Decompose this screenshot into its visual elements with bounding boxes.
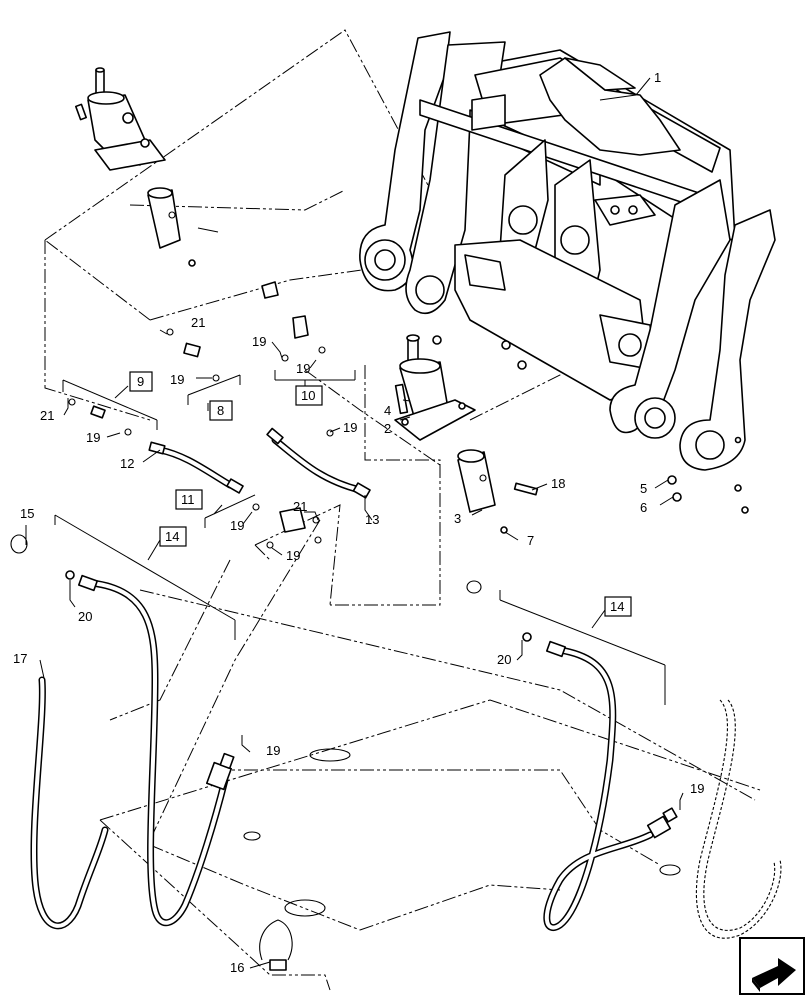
callout-3: 3 — [454, 511, 461, 526]
callout-7: 7 — [527, 533, 534, 548]
callout-20: 20 — [78, 609, 92, 624]
arrow-icon[interactable] — [739, 937, 805, 995]
callout-2: 2 — [384, 421, 391, 436]
kit-box-11: 11 — [181, 492, 195, 507]
callout-1: 1 — [654, 70, 661, 85]
callout-12: 12 — [120, 456, 134, 471]
callout-13: 13 — [365, 512, 379, 527]
phantom-lines — [44, 29, 761, 991]
callout-19: 19 — [286, 548, 300, 563]
callout-labels: 1 2 3 4 5 6 7 12 13 15 16 17 18 19 19 19… — [13, 70, 704, 975]
callout-19: 19 — [266, 743, 280, 758]
callout-20: 20 — [497, 652, 511, 667]
callout-19: 19 — [170, 372, 184, 387]
callout-19: 19 — [296, 361, 310, 376]
callout-5: 5 — [640, 481, 647, 496]
leader-lines — [25, 77, 684, 969]
callout-21: 21 — [40, 408, 54, 423]
kit-box-14: 14 — [165, 529, 179, 544]
long-hoses — [10, 534, 782, 971]
callout-19: 19 — [230, 518, 244, 533]
callout-19: 19 — [252, 334, 266, 349]
upper-cylinder-assembly — [74, 67, 219, 267]
kit-box-8: 8 — [217, 403, 224, 418]
kit-box-14: 14 — [610, 599, 624, 614]
callout-19: 19 — [86, 430, 100, 445]
fittings — [65, 281, 532, 642]
callout-17: 17 — [13, 651, 27, 666]
callout-19: 19 — [690, 781, 704, 796]
kit-brackets — [54, 370, 666, 705]
center-cylinder-assembly — [394, 334, 539, 534]
kit-labels: 9 8 10 11 14 14 — [129, 371, 632, 617]
callout-21: 21 — [293, 499, 307, 514]
callout-15: 15 — [20, 506, 34, 521]
callout-19: 19 — [343, 420, 357, 435]
callout-6: 6 — [640, 500, 647, 515]
callout-18: 18 — [551, 476, 565, 491]
short-hoses — [148, 427, 371, 499]
callout-16: 16 — [230, 960, 244, 975]
kit-box-9: 9 — [137, 374, 144, 389]
coupler-frame — [359, 31, 776, 514]
kit-box-10: 10 — [301, 388, 315, 403]
callout-4: 4 — [384, 403, 391, 418]
callout-21: 21 — [191, 315, 205, 330]
